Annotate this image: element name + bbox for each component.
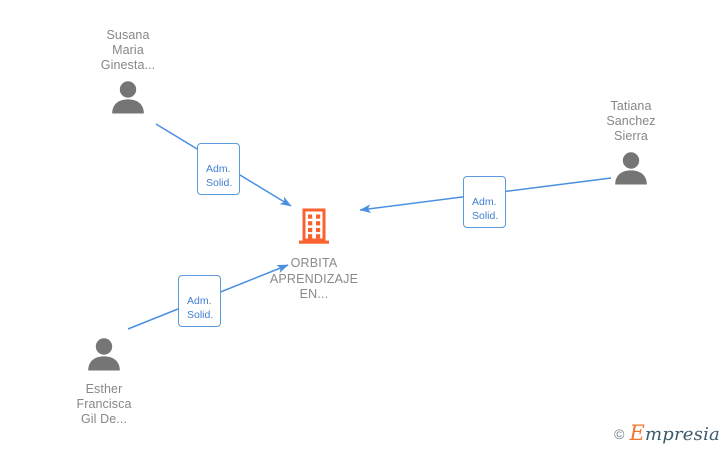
company-building-icon (296, 207, 332, 250)
edge-label-text: Adm. Solid. (472, 196, 499, 222)
person-icon (108, 80, 148, 119)
company-node-label: ORBITA APRENDIZAJE EN... (269, 256, 359, 301)
edge-label-text: Adm. Solid. (187, 295, 214, 321)
person-node-esther[interactable]: Esther Francisca Gil De... (34, 337, 174, 427)
person-node-susana[interactable]: Susana Maria Ginesta... (58, 28, 198, 119)
person-icon (84, 337, 124, 376)
edge-label-text: Adm. Solid. (206, 163, 233, 189)
person-node-tatiana[interactable]: Tatiana Sanchez Sierra (561, 99, 701, 190)
person-icon (611, 151, 651, 190)
empresia-watermark: © Empresia (614, 423, 720, 444)
brand-wordmark: Empresia (629, 423, 720, 444)
edge-label-esther-orbita[interactable]: Adm. Solid. (178, 275, 222, 327)
copyright-icon: © (614, 425, 625, 442)
brand-initial: E (629, 421, 646, 445)
edge-label-tatiana-orbita[interactable]: Adm. Solid. (463, 176, 507, 228)
person-node-label: Esther Francisca Gil De... (76, 382, 132, 426)
person-node-label: Tatiana Sanchez Sierra (606, 99, 656, 143)
company-node-orbita[interactable]: ORBITA APRENDIZAJE EN... (244, 207, 384, 303)
brand-rest: mpresia (645, 424, 720, 445)
person-node-label: Susana Maria Ginesta... (100, 28, 156, 72)
edge-label-susana-orbita[interactable]: Adm. Solid. (197, 143, 241, 195)
